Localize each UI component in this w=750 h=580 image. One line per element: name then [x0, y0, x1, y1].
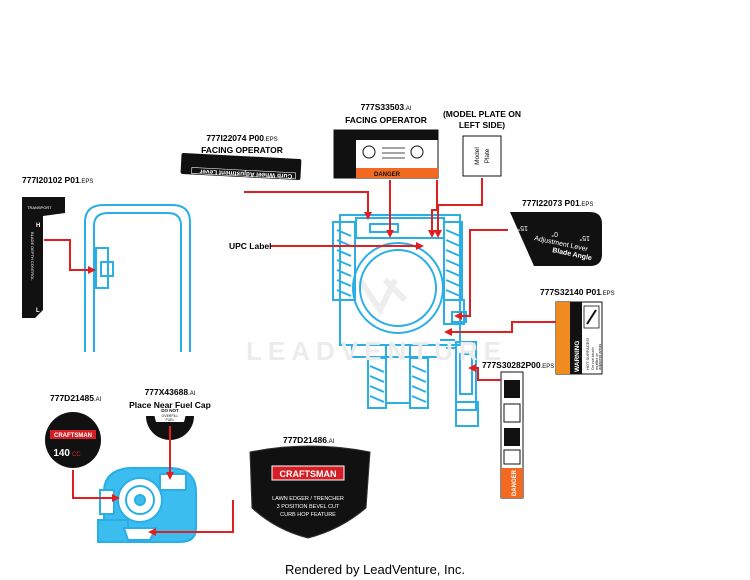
note-line-1: (MODEL PLATE ON [442, 109, 522, 119]
danger-strip-decal: DANGER [500, 371, 524, 499]
badge-craftsman: CRAFTSMAN [54, 433, 92, 439]
part-ext: .EPS [540, 364, 555, 370]
part-number: 777D21486 [283, 435, 327, 445]
part-label-777x43688: 777X43688.AI Place Near Fuel Cap [124, 388, 216, 410]
danger-decal: DANGER [333, 129, 439, 179]
part-label-777s30282: 777S30282P00.EPS [482, 361, 554, 370]
model-plate: Model Plate [462, 135, 502, 177]
svg-text:L: L [36, 308, 40, 314]
part-ext: .EPS [79, 179, 94, 185]
blade-deg-1: 15° [517, 224, 528, 232]
shield-craftsman: CRAFTSMAN [280, 469, 337, 479]
warning-line-3: muffler or [594, 353, 599, 370]
blade-depth-control-decal: TRANSPORT H L BLADE DEPTH CONTROL [22, 197, 65, 318]
handle-assembly [84, 204, 191, 352]
badge-cc: 140 [53, 448, 70, 459]
part-number: 777S30282P00 [482, 360, 541, 370]
warning-text: WARNING [574, 341, 581, 372]
part-label-777i22073: 777I22073 P01.EPS [522, 199, 593, 208]
danger-text-top: DANGER [374, 172, 401, 178]
svg-text:H: H [36, 223, 40, 229]
blade-depth-text: BLADE DEPTH CONTROL [30, 232, 35, 281]
product-shield-decal: CRAFTSMAN LAWN EDGER / TRENCHER 3 POSITI… [249, 445, 371, 539]
warning-line-4: adjacent areas [597, 344, 602, 370]
part-note: FACING OPERATOR [201, 145, 283, 155]
fuel-cap-line-3: FUEL [166, 418, 175, 422]
shield-line-3: CURB HOP FEATURE [280, 512, 336, 518]
part-ext: .EPS [263, 137, 278, 143]
watermark: LEADVENTURE [246, 336, 508, 366]
watermark-logo [357, 277, 408, 316]
part-ext: .AI [93, 397, 102, 403]
part-ext: .AI [326, 439, 335, 445]
part-number: 777D21485 [50, 393, 94, 403]
footer-credit: Rendered by LeadVenture, Inc. [285, 562, 465, 577]
upc-label-text: UPC Label [229, 241, 272, 251]
part-ext: .AI [404, 106, 412, 112]
part-number: 777I20102 P01 [22, 175, 80, 185]
warning-decal: WARNING HOT SURFACES! Do not touch muffl… [555, 301, 603, 375]
curb-wheel-text: Curb Wheel Adjustment Lever [199, 168, 292, 180]
part-number: 777S33503 [360, 102, 405, 112]
part-number: 777I22074 P00 [206, 133, 264, 143]
fuel-cap-line-1: DO NOT [161, 408, 179, 413]
danger-text-strip: DANGER [512, 469, 518, 496]
part-ext: .AI [188, 391, 196, 397]
part-note: FACING OPERATOR [345, 115, 427, 125]
part-label-777d21485: 777D21485.AI [50, 394, 101, 403]
part-number: 777X43688 [144, 387, 189, 397]
part-note: Place Near Fuel Cap [129, 400, 211, 410]
callout-arrows [44, 178, 556, 536]
model-plate-note: (MODEL PLATE ON LEFT SIDE) [436, 110, 528, 129]
badge-cc-unit: CC [72, 452, 81, 458]
part-number: 777S32140 P01 [540, 287, 601, 297]
curb-wheel-decal: Curb Wheel Adjustment Lever [180, 152, 302, 181]
part-label-777s33503: 777S33503.AI FACING OPERATOR [340, 103, 432, 125]
warning-line-2: Do not touch [590, 347, 595, 370]
part-label-777i20102: 777I20102 P01.EPS [22, 176, 93, 185]
shield-line-1: LAWN EDGER / TRENCHER [272, 496, 344, 502]
engine [97, 467, 197, 543]
part-number: 777I22073 P01 [522, 198, 580, 208]
part-ext: .EPS [579, 202, 594, 208]
warning-line-1: HOT SURFACES! [585, 338, 590, 370]
part-label-777s32140: 777S32140 P01.EPS [540, 288, 615, 297]
blade-deg-3: 15° [579, 234, 590, 242]
svg-text:TRANSPORT: TRANSPORT [27, 205, 52, 210]
part-ext: .EPS [600, 291, 615, 297]
blade-angle-decal: 15° 0° 15° Adjustment Lever Blade Angle [510, 212, 602, 266]
note-line-2: LEFT SIDE) [458, 119, 506, 130]
craftsman-badge: CRAFTSMAN 140 CC [45, 412, 101, 468]
model-plate-text-2: Plate [484, 148, 491, 163]
shield-line-2: 3 POSITION BEVEL CUT [277, 504, 340, 510]
edger-body [332, 214, 479, 427]
part-label-777i22074: 777I22074 P00.EPS FACING OPERATOR [196, 134, 288, 155]
fuel-cap-line-2: OVERFILL [162, 414, 179, 418]
part-label-777d21486: 777D21486.AI [283, 436, 334, 445]
blade-deg-2: 0° [551, 230, 558, 238]
model-plate-text-1: Model [474, 147, 481, 165]
